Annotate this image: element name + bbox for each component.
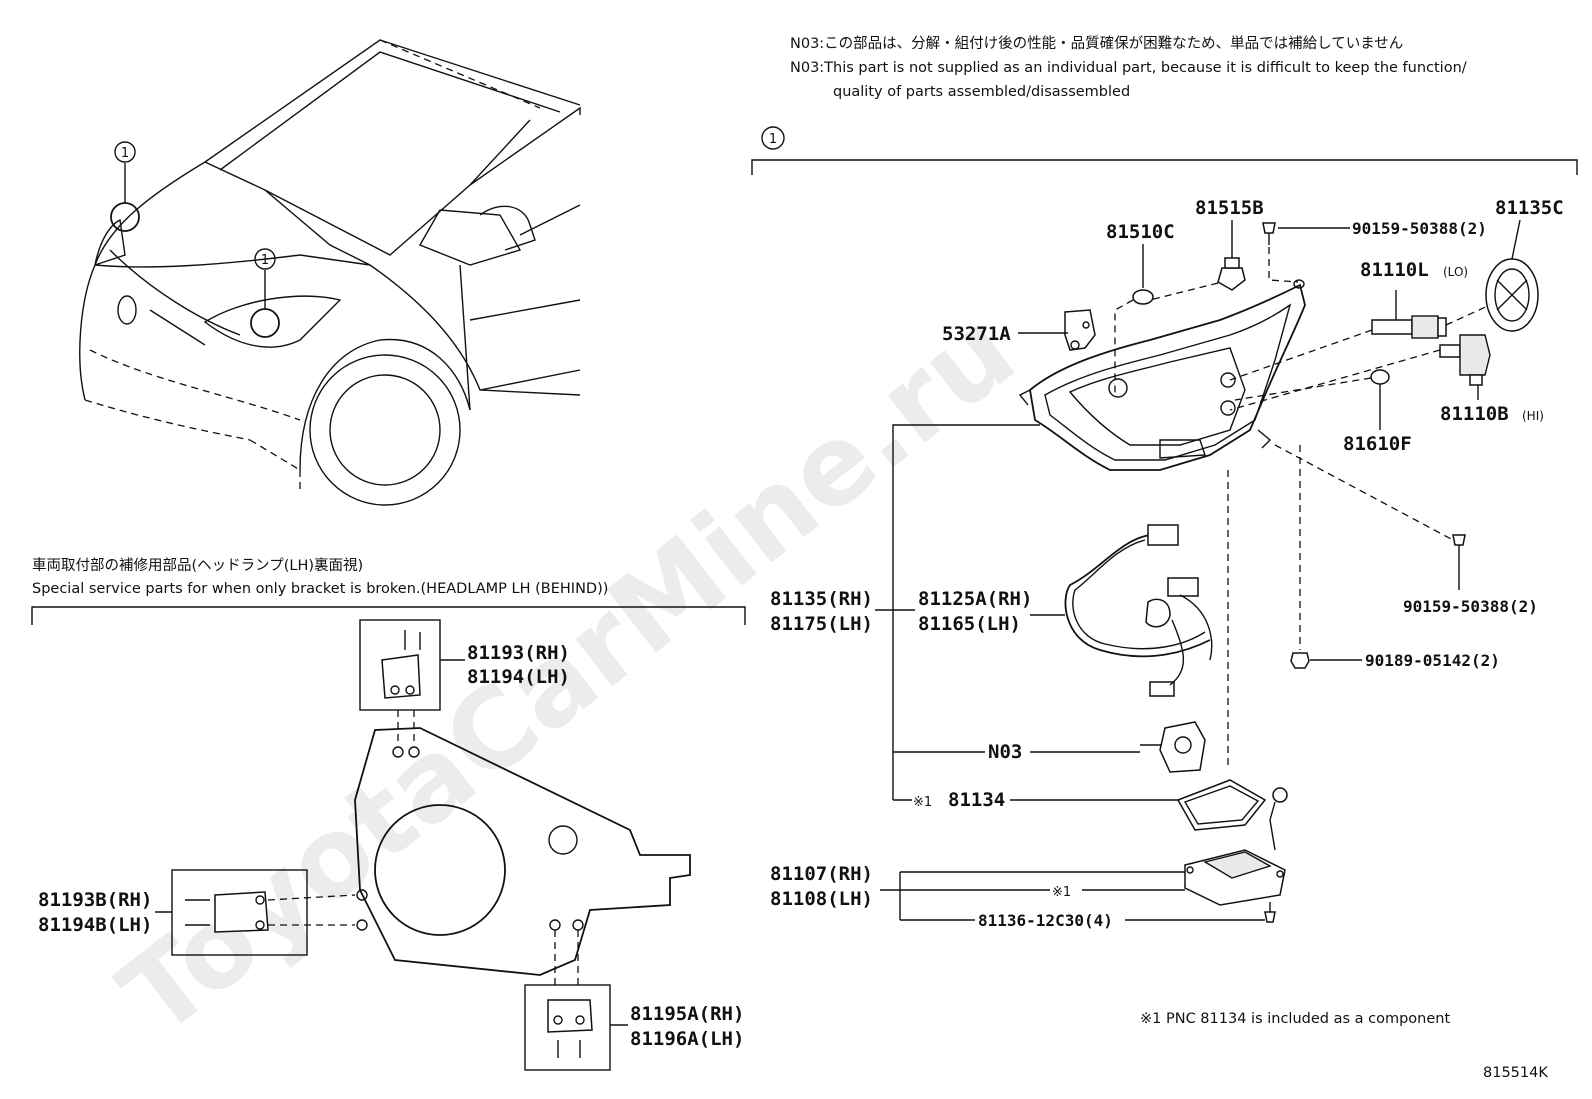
- part-label-81193: 81193(RH): [467, 642, 570, 664]
- note-n03-japanese: N03:この部品は、分解・組付け後の性能・品質確保が困難なため、単品では補給して…: [790, 34, 1403, 52]
- part-sub-81110B: (HI): [1522, 409, 1544, 423]
- dash-81193: [397, 710, 415, 745]
- part-sub-81110L: (LO): [1443, 265, 1468, 279]
- part-label-90159-mid: 90159-50388(2): [1403, 597, 1538, 616]
- part-label-81165: 81165(LH): [918, 613, 1021, 635]
- nut-90189: [1290, 652, 1310, 669]
- assembly-bracket-line: [751, 159, 1578, 175]
- screw-81136: [1264, 902, 1276, 923]
- part-label-81175LH: 81175(LH): [770, 613, 873, 635]
- tree-main-line: [892, 424, 1040, 800]
- headlamp-housing: [1018, 279, 1306, 471]
- bulb-81510C: [1132, 289, 1154, 305]
- socket-81515B: [1217, 257, 1246, 291]
- part-label-53271A: 53271A: [942, 323, 1011, 345]
- dash-90159-top: [1268, 247, 1299, 283]
- car-front-illustration: [79, 39, 581, 506]
- footnote: ※1 PNC 81134 is included as a component: [1140, 1011, 1450, 1027]
- tree-branch-81107: [899, 871, 1185, 920]
- part-label-81610F: 81610F: [1343, 433, 1412, 455]
- screw-90159-top: [1262, 222, 1276, 245]
- bracket-title-english: Special service parts for when only brac…: [32, 581, 608, 597]
- callout-label-1b: 1: [261, 253, 269, 268]
- bracket-81195A: [547, 999, 593, 1058]
- part-label-81515B: 81515B: [1195, 197, 1264, 219]
- bracket-81193B: [185, 891, 269, 933]
- bulb-81110L: [1371, 315, 1447, 339]
- part-label-81108: 81108(LH): [770, 888, 873, 910]
- callout-circle-1a: [114, 141, 136, 163]
- bulb-81110B: [1439, 334, 1491, 386]
- bracket-81193: [381, 630, 421, 699]
- callout-circle-1-main: [761, 126, 785, 150]
- leveling-actuator-N03: [1140, 721, 1206, 773]
- note-n03-english-1: N03:This part is not supplied as an indi…: [790, 60, 1467, 76]
- dash-81510C: [1114, 299, 1134, 395]
- part-label-90189: 90189-05142(2): [1365, 651, 1500, 670]
- part-label-81135C: 81135C: [1495, 197, 1564, 219]
- headlamp-rear-view: [354, 727, 691, 976]
- part-label-81107: 81107(RH): [770, 863, 873, 885]
- dash-81610F: [1234, 377, 1372, 401]
- part-label-81135RH: 81135(RH): [770, 588, 873, 610]
- part-label-90159-top: 90159-50388(2): [1352, 219, 1487, 238]
- diagram-id: 815514K: [1483, 1065, 1548, 1081]
- dash-90159-mid: [1274, 444, 1454, 541]
- bracket-53271A: [1064, 309, 1096, 351]
- part-label-81110L: 81110L: [1360, 259, 1429, 281]
- box-81193: [359, 619, 441, 711]
- dash-81110B: [1229, 349, 1441, 411]
- bulb-81610F: [1370, 369, 1390, 385]
- part-label-81134: 81134: [948, 789, 1005, 811]
- part-label-81194: 81194(LH): [467, 666, 570, 688]
- callout-label-1-main: 1: [769, 132, 777, 147]
- part-label-N03: N03: [988, 741, 1022, 763]
- part-label-81136: 81136-12C30(4): [978, 911, 1113, 930]
- ballast-81107: [1184, 849, 1286, 906]
- part-label-81193B: 81193B(RH): [38, 889, 152, 911]
- ref-mark-81134: ※1: [913, 795, 932, 810]
- dash-81195A: [554, 930, 579, 985]
- part-label-81195A: 81195A(RH): [630, 1003, 744, 1025]
- leader-81135C: [1511, 219, 1521, 260]
- wire-harness-81125A: [1064, 524, 1213, 697]
- bracket-title-japanese: 車両取付部の補修用部品(ヘッドランプ(LH)裏面視): [32, 556, 363, 574]
- screw-90159-mid: [1452, 534, 1466, 555]
- part-label-81510C: 81510C: [1106, 221, 1175, 243]
- box-81195A: [524, 984, 611, 1071]
- dash-81110L: [1229, 329, 1373, 381]
- part-label-81110B: 81110B: [1440, 403, 1509, 425]
- cover-81135C: [1485, 258, 1539, 332]
- dash-81515B: [1149, 282, 1219, 301]
- callout-circle-1b: [254, 248, 276, 270]
- callout-label-1a: 1: [121, 146, 129, 161]
- note-n03-english-2: quality of parts assembled/disassembled: [833, 84, 1130, 100]
- part-label-81196A: 81196A(LH): [630, 1028, 744, 1050]
- dash-81110L-cap: [1445, 304, 1491, 326]
- gasket-81134: [1176, 779, 1288, 851]
- ref-mark-81107: ※1: [1052, 885, 1071, 900]
- part-label-81125A: 81125A(RH): [918, 588, 1032, 610]
- dash-81193B: [267, 894, 356, 926]
- part-label-81194B: 81194B(LH): [38, 914, 152, 936]
- bracket-section-line: [31, 606, 746, 625]
